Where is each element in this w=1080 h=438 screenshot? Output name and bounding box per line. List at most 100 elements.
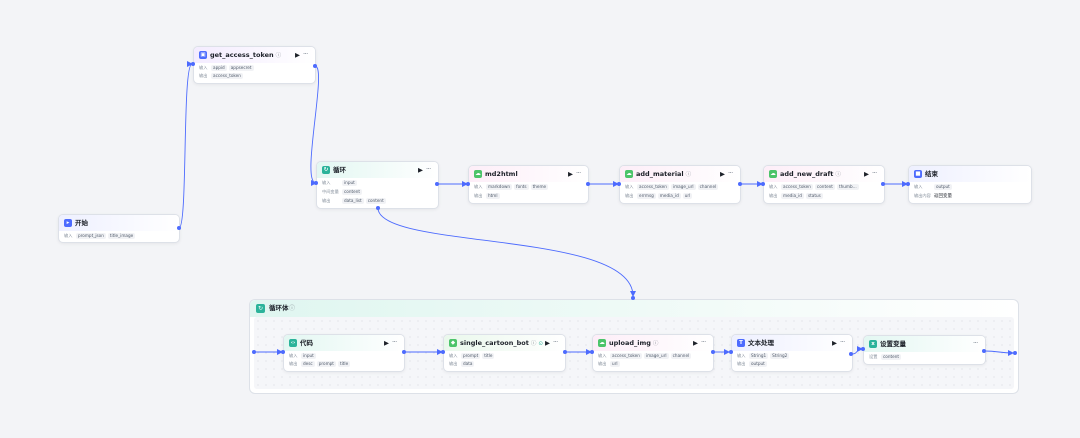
param-chip: prompt_json bbox=[76, 233, 106, 239]
port-token-out[interactable] bbox=[313, 64, 317, 68]
node-row: 输出内容返回变量 bbox=[914, 193, 952, 199]
param-chip: media_id bbox=[657, 193, 681, 199]
param-chip: thumb... bbox=[836, 184, 859, 190]
plugin-icon: ▣ bbox=[199, 51, 207, 59]
run-icon[interactable]: ▶ bbox=[832, 339, 837, 347]
param-chip: image_url bbox=[670, 184, 696, 190]
info-icon[interactable]: ⓘ bbox=[530, 341, 537, 347]
port-text-out[interactable] bbox=[849, 352, 853, 356]
more-icon[interactable]: ··· bbox=[701, 338, 706, 346]
more-icon[interactable]: ··· bbox=[973, 339, 978, 347]
param-chip: output bbox=[934, 184, 952, 190]
node-single-cartoon-bot-title: single_cartoon_bot bbox=[460, 339, 529, 347]
param-chip: title_image bbox=[107, 233, 136, 239]
port-upload-in[interactable] bbox=[590, 350, 594, 354]
port-material-in[interactable] bbox=[617, 182, 621, 186]
node-get-access-token-title: get_access_token bbox=[210, 51, 274, 59]
port-code-out[interactable] bbox=[402, 350, 406, 354]
param-chip: appid bbox=[211, 65, 227, 71]
info-icon[interactable]: ⓘ bbox=[275, 53, 282, 59]
run-icon[interactable]: ▶ bbox=[418, 166, 423, 174]
param-chip: desc bbox=[301, 361, 315, 367]
node-md2html-title: md2html bbox=[485, 170, 518, 178]
param-chip: theme bbox=[530, 184, 549, 190]
port-text-in[interactable] bbox=[729, 350, 733, 354]
param-chip: access_token bbox=[781, 184, 813, 190]
port-md2html-out[interactable] bbox=[586, 182, 590, 186]
port-body-entry[interactable] bbox=[252, 350, 256, 354]
param-chip: title bbox=[482, 353, 495, 359]
port-draft-out[interactable] bbox=[881, 182, 885, 186]
run-icon[interactable]: ▶ bbox=[545, 339, 550, 347]
info-icon[interactable]: ⓘ bbox=[289, 305, 296, 312]
info-icon[interactable]: ⓘ bbox=[652, 341, 659, 347]
param-chip: content bbox=[342, 189, 363, 195]
info-icon[interactable]: ⓘ bbox=[685, 172, 692, 178]
port-code-in[interactable] bbox=[281, 350, 285, 354]
node-upload-img-title: upload_img bbox=[609, 339, 651, 347]
port-body-exit[interactable] bbox=[1013, 351, 1017, 355]
more-icon[interactable]: ··· bbox=[553, 338, 558, 346]
param-chip: status bbox=[805, 193, 823, 199]
loop-body-header: ↻ 循环体 ⓘ bbox=[250, 300, 1018, 317]
port-draft-in[interactable] bbox=[761, 182, 765, 186]
more-icon[interactable]: ··· bbox=[840, 338, 845, 346]
port-bot-out[interactable] bbox=[563, 350, 567, 354]
port-loop-out[interactable] bbox=[435, 182, 439, 186]
port-setvar-out[interactable] bbox=[982, 349, 986, 353]
param-chip: content bbox=[881, 354, 902, 360]
port-bot-in[interactable] bbox=[441, 350, 445, 354]
more-icon[interactable]: ··· bbox=[426, 165, 431, 173]
port-loop-in[interactable] bbox=[314, 181, 318, 185]
node-start-title: 开始 bbox=[75, 219, 88, 227]
port-material-out[interactable] bbox=[738, 182, 742, 186]
port-body-in[interactable] bbox=[631, 296, 635, 300]
run-icon[interactable]: ▶ bbox=[720, 170, 725, 178]
param-chip: String2 bbox=[770, 353, 790, 359]
port-md2html-in[interactable] bbox=[466, 182, 470, 186]
node-text-processing-title: 文本处理 bbox=[748, 339, 774, 347]
text-icon: T bbox=[737, 339, 745, 347]
port-setvar-in[interactable] bbox=[861, 347, 865, 351]
more-icon[interactable]: ··· bbox=[728, 169, 733, 177]
port-start-out[interactable] bbox=[177, 226, 181, 230]
more-icon[interactable]: ··· bbox=[872, 169, 877, 177]
more-icon[interactable]: ··· bbox=[576, 169, 581, 177]
run-icon[interactable]: ▶ bbox=[864, 170, 869, 178]
run-icon[interactable]: ▶ bbox=[295, 51, 300, 59]
param-chip: errmsg bbox=[637, 193, 656, 199]
port-loop-body-out[interactable] bbox=[376, 206, 380, 210]
info-icon[interactable]: ⓘ bbox=[835, 172, 841, 178]
port-token-in[interactable] bbox=[191, 62, 195, 66]
run-icon[interactable]: ▶ bbox=[568, 170, 573, 178]
run-icon[interactable]: ▶ bbox=[693, 339, 698, 347]
param-chip: fonts bbox=[514, 184, 529, 190]
port-upload-out[interactable] bbox=[711, 350, 715, 354]
param-chip: input bbox=[301, 353, 316, 359]
port-end-in[interactable] bbox=[906, 182, 910, 186]
more-icon[interactable]: ··· bbox=[303, 50, 308, 58]
run-icon[interactable]: ▶ bbox=[384, 339, 389, 347]
node-end-title: 结束 bbox=[925, 170, 938, 178]
more-icon[interactable]: ··· bbox=[392, 338, 397, 346]
